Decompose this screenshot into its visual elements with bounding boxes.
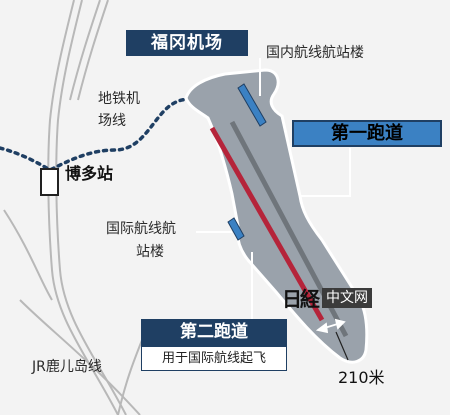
domestic-terminal-icon — [237, 83, 267, 127]
intl-terminal-label-line2: 站楼 — [136, 244, 164, 260]
station-marker — [40, 168, 59, 196]
runway-2-label: 第二跑道 — [141, 319, 287, 346]
watermark: 日経 中文网 — [282, 283, 372, 312]
international-terminal-icon — [227, 217, 245, 241]
rail-line-label: JR鹿儿岛线 — [32, 359, 102, 375]
domestic-terminal-label: 国内航线航站楼 — [266, 45, 364, 61]
separation-arrows — [315, 318, 349, 361]
runway-2-note: 用于国际航线起飞 — [141, 346, 287, 371]
subway-label-line1: 地铁机 — [98, 91, 140, 107]
station-label: 博多站 — [65, 164, 114, 183]
runway-1-label: 第一跑道 — [292, 120, 442, 147]
map-title: 福冈机场 — [126, 30, 248, 56]
watermark-text: 中文网 — [322, 287, 372, 308]
runway-2 — [209, 126, 325, 322]
leader-lines — [196, 58, 351, 319]
rail-lines — [3, 0, 147, 415]
intl-terminal-label-line1: 国际航线航 — [106, 221, 176, 237]
subway-label-line2: 场线 — [98, 113, 126, 129]
watermark-logo: 日経 — [282, 287, 320, 311]
separation-label: 210米 — [338, 368, 385, 387]
subway-line — [0, 97, 197, 172]
